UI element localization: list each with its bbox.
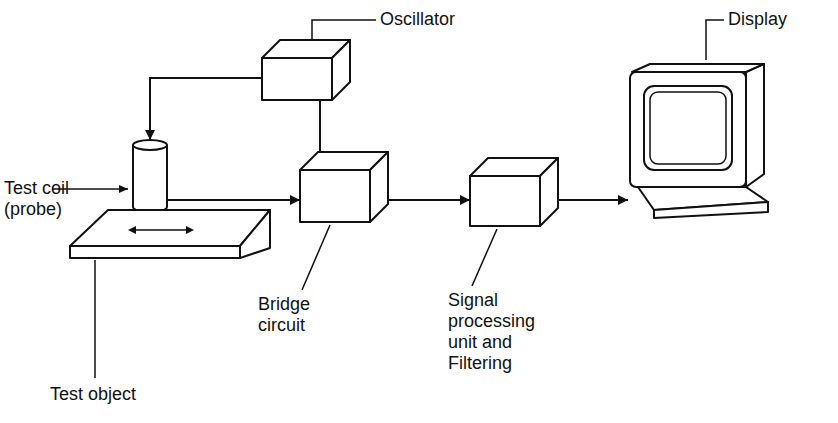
signal-connector <box>558 199 628 201</box>
motion-arrow <box>132 229 190 231</box>
part-label: Oscillator <box>380 9 490 30</box>
part-label: Test object <box>50 384 190 405</box>
monitor-top <box>632 64 764 72</box>
plate-front <box>70 246 240 258</box>
signal-processing-block: Signal processing unit and Filtering <box>470 158 558 226</box>
test-object-plate-shape <box>70 208 270 260</box>
signal-connector <box>150 78 262 140</box>
arrowhead <box>128 226 194 234</box>
leader-line <box>302 225 330 290</box>
signal-connector <box>168 199 300 201</box>
cube-side <box>540 158 558 226</box>
signal-connector <box>319 100 321 152</box>
monitor-frame <box>630 72 746 187</box>
test-coil-shape <box>132 140 168 212</box>
leader-line <box>94 260 96 378</box>
leader-line <box>472 229 497 286</box>
plate-side <box>240 210 270 258</box>
part-label: Signal processing unit and Filtering <box>448 290 568 374</box>
leader-line <box>312 20 376 40</box>
cube-side <box>332 40 350 100</box>
part-label: Test coil (probe) <box>4 178 70 220</box>
signal-processing-block-shape <box>470 158 558 226</box>
part-label: Bridge circuit <box>258 294 338 336</box>
display-monitor: Display <box>628 62 770 218</box>
monitor-screen-inner <box>650 92 726 164</box>
cube-front <box>300 170 370 222</box>
oscillator-block-shape <box>262 40 350 100</box>
cube-front <box>262 58 332 100</box>
coil-top <box>133 140 167 150</box>
plate-top <box>70 210 270 246</box>
cube-front <box>470 176 540 226</box>
bridge-circuit-block: Bridge circuit <box>300 152 388 222</box>
display-monitor-shape <box>628 62 770 218</box>
coil-body <box>133 145 167 212</box>
signal-connector <box>388 199 470 201</box>
monitor-side <box>746 64 764 187</box>
monitor-base-front <box>654 202 768 218</box>
leader-line <box>706 20 724 60</box>
cube-side <box>370 152 388 222</box>
test-object-plate: Test object <box>70 208 270 260</box>
bridge-circuit-block-shape <box>300 152 388 222</box>
oscillator-block: Oscillator <box>262 40 350 100</box>
test-coil: Test coil (probe) <box>132 140 168 212</box>
part-label: Display <box>728 9 828 30</box>
monitor-screen <box>644 86 732 170</box>
